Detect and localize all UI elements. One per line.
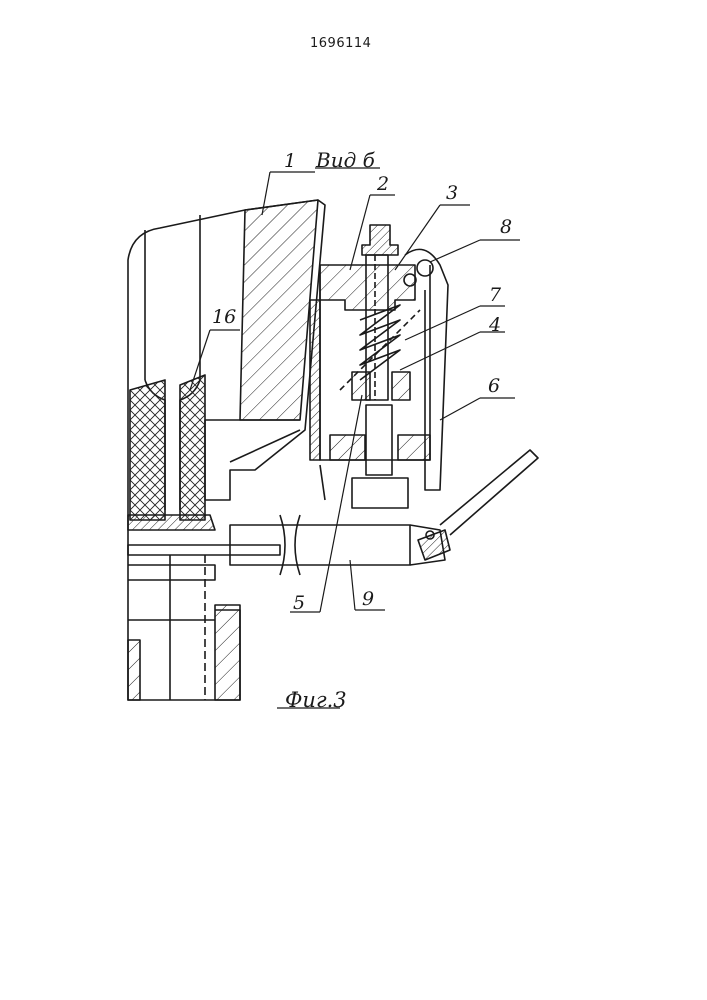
technical-drawing xyxy=(0,0,707,1000)
